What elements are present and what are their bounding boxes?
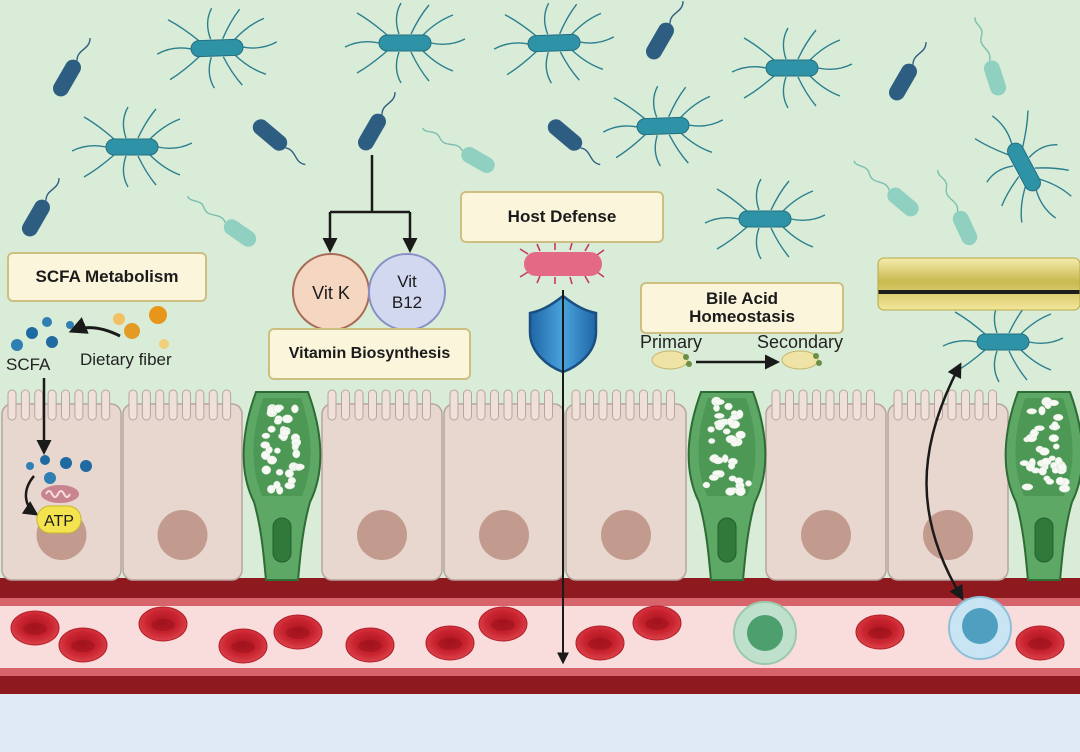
enterocyte — [765, 389, 887, 581]
flagellated-bacterium — [942, 301, 1064, 383]
red-blood-cells — [10, 605, 1065, 664]
fiber-to-scfa-arrow — [68, 317, 121, 338]
red-blood-cell — [58, 627, 108, 663]
flagellated-bacterium — [974, 110, 1072, 223]
dietary-fiber-label: Dietary fiber — [80, 350, 172, 369]
red-blood-cell — [425, 625, 475, 661]
red-blood-cell — [138, 606, 188, 642]
red-blood-cell — [345, 627, 395, 663]
red-blood-cell — [10, 610, 60, 646]
flagellated-bacterium — [156, 7, 278, 89]
rod-bacterium — [547, 119, 601, 166]
flagellated-bacterium — [71, 106, 193, 188]
flagellated-bacterium — [731, 27, 853, 109]
goblet-cell — [1004, 391, 1080, 581]
bile-acid-title: Bile Acid Homeostasis — [640, 282, 844, 334]
atp-badge — [36, 505, 82, 534]
commensal-bacterium — [186, 195, 257, 247]
enterocyte — [122, 389, 243, 581]
commensal-bacterium — [421, 127, 495, 173]
atp-label: ATP — [44, 513, 74, 530]
goblet-cell — [242, 391, 322, 581]
red-blood-cell — [855, 614, 905, 650]
rod-bacterium — [358, 92, 396, 151]
immune-cell-blue — [948, 596, 1012, 660]
mitochondrion — [41, 485, 79, 503]
secondary-label: Secondary — [757, 332, 844, 352]
host-defense-title: Host Defense — [460, 191, 664, 243]
rod-bacterium — [22, 178, 60, 237]
vitamin-branch-arrows — [322, 155, 418, 253]
secondary-bile-acid — [781, 350, 822, 370]
flagellated-bacterium — [493, 2, 615, 84]
pathogen-bacterium — [519, 242, 605, 285]
flagellated-bacterium — [602, 85, 724, 167]
red-blood-cell — [273, 614, 323, 650]
enterocyte — [1, 389, 122, 581]
scfa-label: SCFA — [6, 355, 51, 374]
dietary-fiber-particles — [113, 306, 169, 349]
gut-microbiota — [22, 1, 1072, 383]
enterocyte — [443, 389, 565, 581]
flagellated-bacterium — [344, 2, 466, 84]
rod-bacterium — [646, 1, 684, 60]
fiber-strand — [877, 257, 1080, 311]
bile-acid-title-line1: Bile Acid — [705, 289, 779, 309]
primary-bile-acid — [651, 350, 692, 370]
red-blood-cell — [478, 606, 528, 642]
vit-k-label: Vit K — [312, 283, 350, 303]
commensal-bacterium — [853, 160, 919, 217]
rod-bacterium — [889, 42, 927, 101]
scfa-to-atp-arrow — [21, 475, 39, 516]
immune-crosstalk-arrow — [925, 362, 964, 601]
lower-background — [0, 690, 1080, 752]
scfa-metabolism-title: SCFA Metabolism — [7, 252, 207, 302]
primary-label: Primary — [640, 332, 702, 352]
enterocyte — [887, 389, 1009, 581]
vit-b12-label-bottom: B12 — [392, 293, 422, 312]
commensal-bacterium — [974, 16, 1007, 96]
intracellular-scfa — [26, 455, 92, 484]
rod-bacterium — [252, 119, 306, 166]
flagellated-bacterium — [704, 178, 826, 260]
red-blood-cell — [1015, 625, 1065, 661]
red-blood-cell — [575, 625, 625, 661]
rod-bacterium — [53, 38, 91, 97]
vit-b12-circle — [368, 253, 446, 331]
intestinal-epithelium — [1, 389, 1009, 581]
commensal-bacterium — [937, 169, 978, 246]
enterocyte — [321, 389, 443, 581]
vitamin-biosynthesis-title: Vitamin Biosynthesis — [268, 328, 471, 380]
goblet-cells — [242, 391, 1080, 581]
bile-acid-title-line2: Homeostasis — [689, 307, 795, 326]
goblet-cell — [687, 391, 767, 581]
vit-b12-label-top: Vit — [397, 272, 417, 291]
enterocyte — [565, 389, 687, 581]
red-blood-cell — [218, 628, 268, 664]
red-blood-cell — [632, 605, 682, 641]
immune-cell-green — [733, 601, 797, 665]
